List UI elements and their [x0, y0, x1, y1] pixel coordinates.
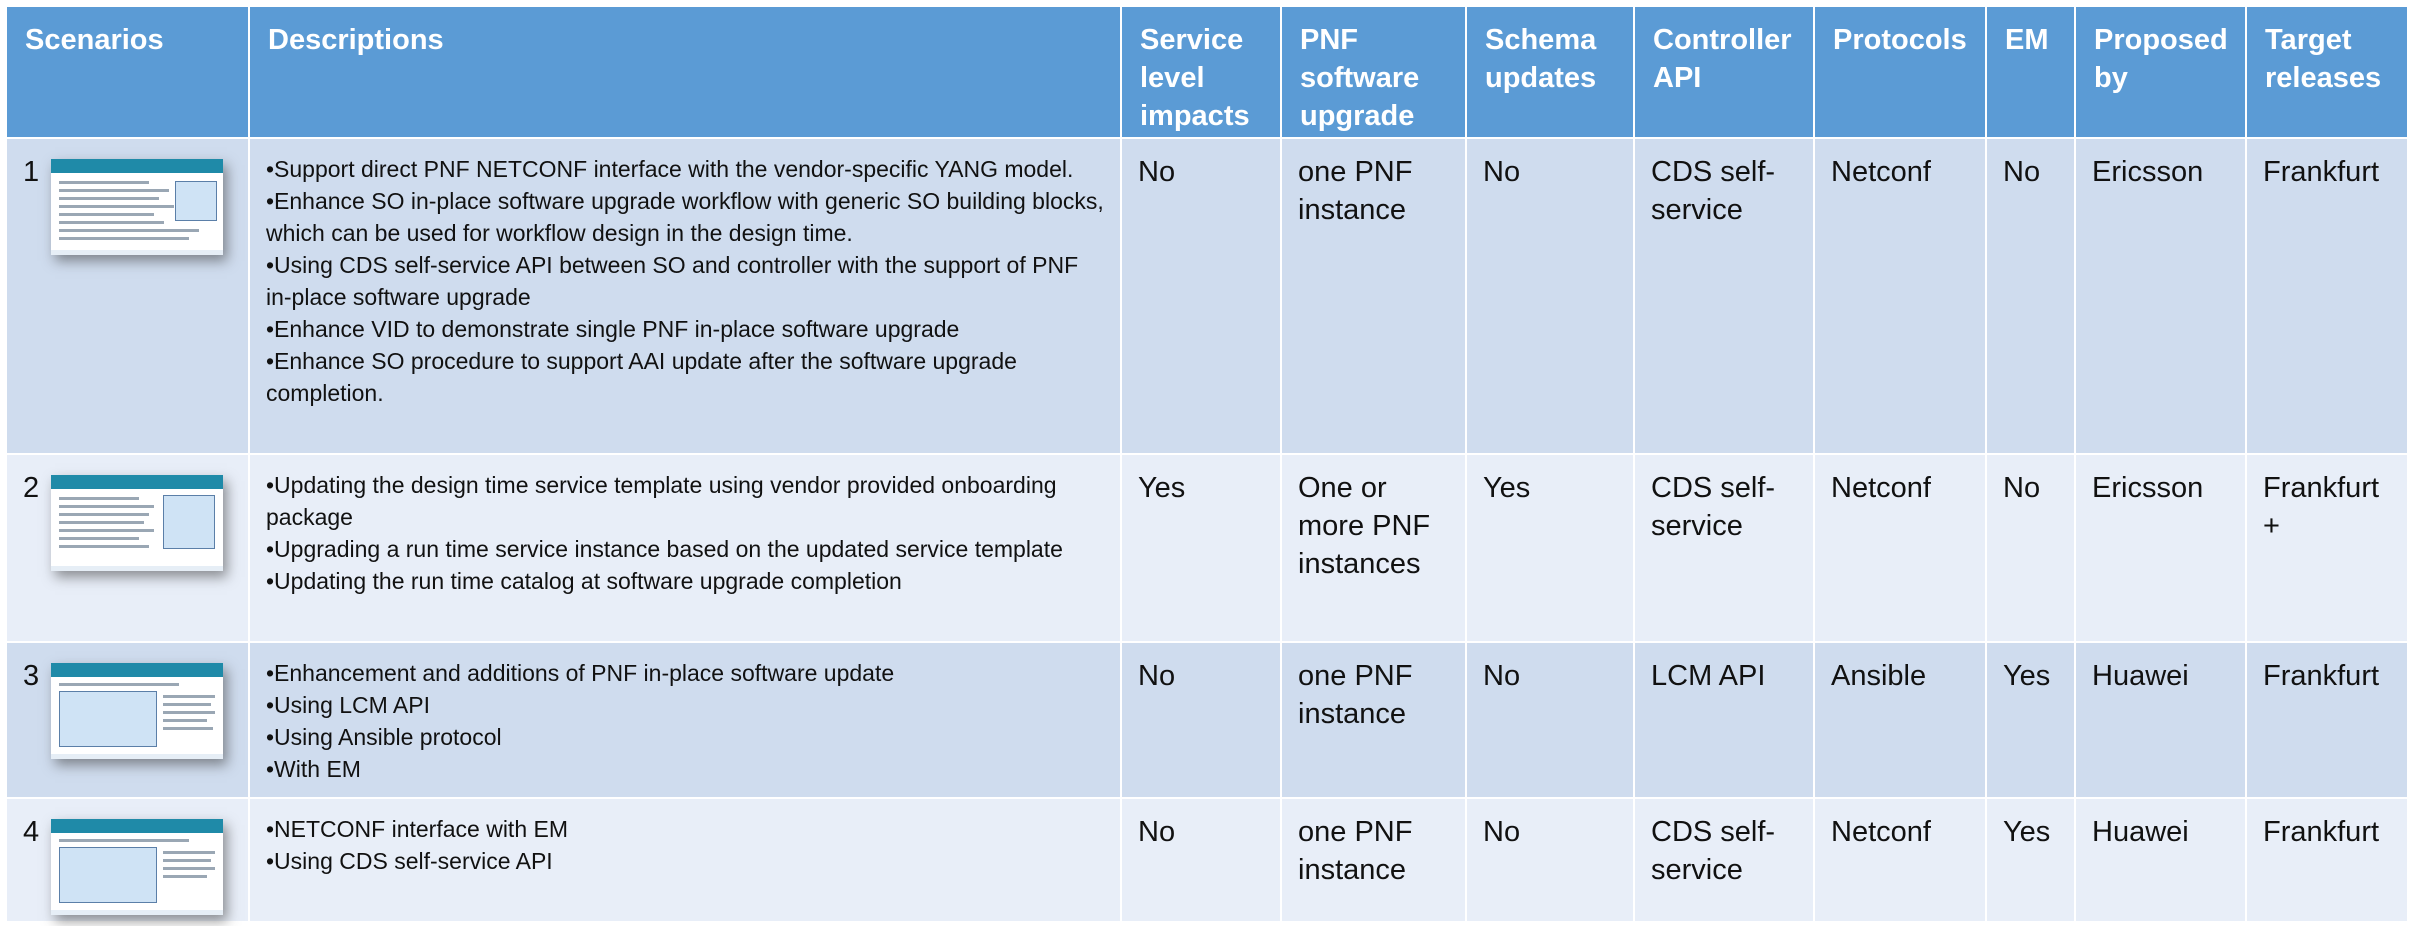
header-scenarios: Scenarios	[5, 5, 250, 139]
header-target-releases: Target releases	[2245, 5, 2409, 139]
description-cell: •Updating the design time service templa…	[248, 453, 1122, 643]
target-releases-cell: Frankfurt +	[2245, 453, 2409, 643]
service-level-impacts-cell: No	[1120, 797, 1282, 923]
protocols-cell: Netconf	[1813, 797, 1987, 923]
proposed-by-cell: Ericsson	[2074, 137, 2247, 455]
scenario-number: 3	[23, 660, 40, 692]
description-cell: •NETCONF interface with EM •Using CDS se…	[248, 797, 1122, 923]
schema-updates-cell: Yes	[1465, 453, 1635, 643]
target-releases-cell: Frankfurt	[2245, 137, 2409, 455]
protocols-cell: Netconf	[1813, 137, 1987, 455]
description-bullet: •Enhancement and additions of PNF in-pla…	[266, 660, 895, 686]
header-pnf-software-upgrade: PNF software upgrade	[1280, 5, 1467, 139]
service-level-impacts-cell: No	[1120, 641, 1282, 799]
header-proposed-by: Proposed by	[2074, 5, 2247, 139]
header-row: Scenarios Descriptions Service level imp…	[5, 5, 2409, 139]
scenario-number: 2	[23, 472, 40, 504]
description-cell: •Support direct PNF NETCONF interface wi…	[248, 137, 1122, 455]
table-row: 2 •Updating the d	[5, 453, 2409, 643]
controller-api-cell: CDS self-service	[1633, 797, 1815, 923]
proposed-by-cell: Huawei	[2074, 797, 2247, 923]
service-level-impacts-cell: No	[1120, 137, 1282, 455]
scenario-cell: 3	[5, 641, 250, 799]
table-row: 4 •NETCONF interface with EM •Using	[5, 797, 2409, 923]
description-bullet: •Enhance SO in-place software upgrade wo…	[266, 188, 1104, 246]
schema-updates-cell: No	[1465, 641, 1635, 799]
protocols-cell: Netconf	[1813, 453, 1987, 643]
scenario-2-slide-thumbnail	[51, 475, 224, 571]
description-bullet: •NETCONF interface with EM	[266, 816, 568, 842]
scenario-number: 4	[23, 816, 40, 848]
header-em: EM	[1985, 5, 2076, 139]
target-releases-cell: Frankfurt	[2245, 797, 2409, 923]
description-bullet: •Using CDS self-service API	[266, 848, 553, 874]
scenario-cell: 1	[5, 137, 250, 455]
description-bullet: •Support direct PNF NETCONF interface wi…	[266, 156, 1074, 182]
proposed-by-cell: Huawei	[2074, 641, 2247, 799]
header-controller-api: Controller API	[1633, 5, 1815, 139]
scenario-4-slide-thumbnail	[51, 819, 224, 915]
proposed-by-cell: Ericsson	[2074, 453, 2247, 643]
description-bullet: •Using CDS self-service API between SO a…	[266, 252, 1079, 310]
description-bullet: •Using LCM API	[266, 692, 430, 718]
pnf-software-upgrade-cell: one PNF instance	[1280, 641, 1467, 799]
pnf-software-upgrade-cell: one PNF instance	[1280, 797, 1467, 923]
controller-api-cell: LCM API	[1633, 641, 1815, 799]
header-schema-updates: Schema updates	[1465, 5, 1635, 139]
scenario-number: 1	[23, 156, 40, 188]
header-protocols: Protocols	[1813, 5, 1987, 139]
description-bullet: •Using Ansible protocol	[266, 724, 502, 750]
service-level-impacts-cell: Yes	[1120, 453, 1282, 643]
pnf-software-upgrade-cell: one PNF instance	[1280, 137, 1467, 455]
em-cell: No	[1985, 137, 2076, 455]
table-row: 3 •Enhancement and additions o	[5, 641, 2409, 799]
em-cell: Yes	[1985, 641, 2076, 799]
description-bullet: •With EM	[266, 756, 361, 782]
schema-updates-cell: No	[1465, 137, 1635, 455]
scenario-cell: 2	[5, 453, 250, 643]
description-bullet: •Enhance SO procedure to support AAI upd…	[266, 348, 1017, 406]
header-service-level-impacts: Service level impacts	[1120, 5, 1282, 139]
target-releases-cell: Frankfurt	[2245, 641, 2409, 799]
scenario-3-slide-thumbnail	[51, 663, 224, 759]
description-bullet: •Upgrading a run time service instance b…	[266, 536, 1063, 562]
scenario-1-slide-thumbnail	[51, 159, 224, 255]
description-bullet: •Updating the run time catalog at softwa…	[266, 568, 902, 594]
scenario-cell: 4	[5, 797, 250, 923]
controller-api-cell: CDS self-service	[1633, 453, 1815, 643]
em-cell: Yes	[1985, 797, 2076, 923]
controller-api-cell: CDS self-service	[1633, 137, 1815, 455]
em-cell: No	[1985, 453, 2076, 643]
description-bullet: •Enhance VID to demonstrate single PNF i…	[266, 316, 960, 342]
table-row: 1 •S	[5, 137, 2409, 455]
pnf-software-upgrade-cell: One or more PNF instances	[1280, 453, 1467, 643]
scenarios-table: Scenarios Descriptions Service level imp…	[5, 5, 2409, 923]
protocols-cell: Ansible	[1813, 641, 1987, 799]
description-bullet: •Updating the design time service templa…	[266, 472, 1057, 530]
schema-updates-cell: No	[1465, 797, 1635, 923]
description-cell: •Enhancement and additions of PNF in-pla…	[248, 641, 1122, 799]
header-descriptions: Descriptions	[248, 5, 1122, 139]
